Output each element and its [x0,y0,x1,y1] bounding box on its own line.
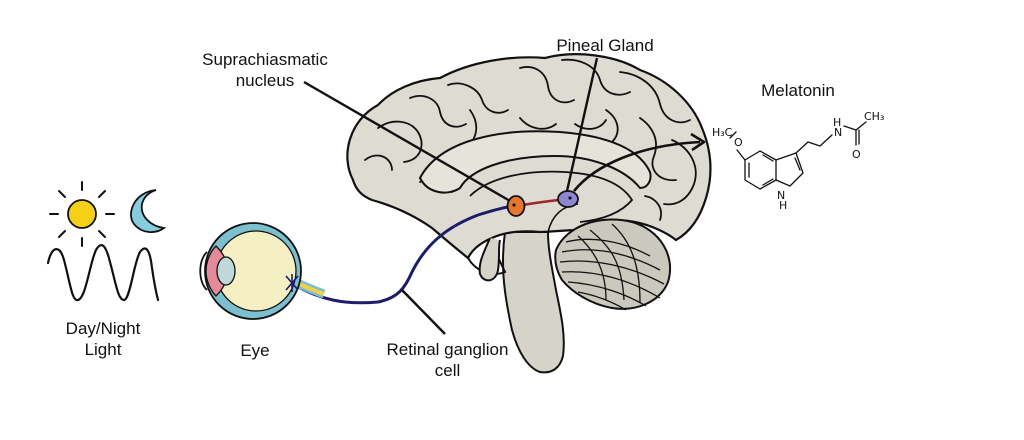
brain-icon [346,53,712,374]
suprachiasmatic-nucleus [506,195,526,217]
amide-n-label: N [834,126,842,139]
daynight-label-line2: Light [84,340,122,359]
methyl-left-label: H₃C [712,126,733,139]
melatonin-structure-icon [729,121,867,190]
scn-label: Suprachiasmatic nucleus [180,49,350,91]
daynight-label-line1: Day/Night [65,319,141,338]
scn-label-line1: Suprachiasmatic [202,50,328,69]
melatonin-arrow [572,140,701,192]
pineal-label: Pineal Gland [556,36,654,55]
scn-label-line2: nucleus [235,71,295,90]
pineal-gland [557,190,579,208]
melatonin-structure-labels: H₃C O N H H N O CH₃ [712,110,884,212]
pituitary [478,237,501,282]
daynight-label: Day/Night Light [58,318,148,360]
scn-leader-line [303,80,511,203]
wave-icon [46,244,160,302]
rgc-label: Retinal ganglion cell [370,339,525,381]
cerebellum [554,218,672,311]
rgc-label-line1: Retinal ganglion [386,340,509,359]
pineal-leader-line [565,57,599,192]
rgc-leader-line [401,289,446,335]
brainstem [501,231,565,374]
eye-icon [199,222,326,320]
thalamus-outline [469,170,634,223]
rgc-label-line2: cell [434,361,461,380]
amide-h-label: H [833,116,841,129]
corpus-callosum [418,130,652,194]
eye-label: Eye [240,341,270,360]
moon-icon [130,189,167,233]
ring-nitrogen-label: N [777,189,785,202]
melatonin-label: Melatonin [761,81,835,100]
ring-h-label: H [779,199,787,212]
sun-icon [49,181,115,247]
carbonyl-o-label: O [852,148,861,161]
methyl-right-label: CH₃ [864,110,884,123]
oxygen-label: O [734,136,743,149]
retinal-ganglion-nerve [292,204,515,305]
